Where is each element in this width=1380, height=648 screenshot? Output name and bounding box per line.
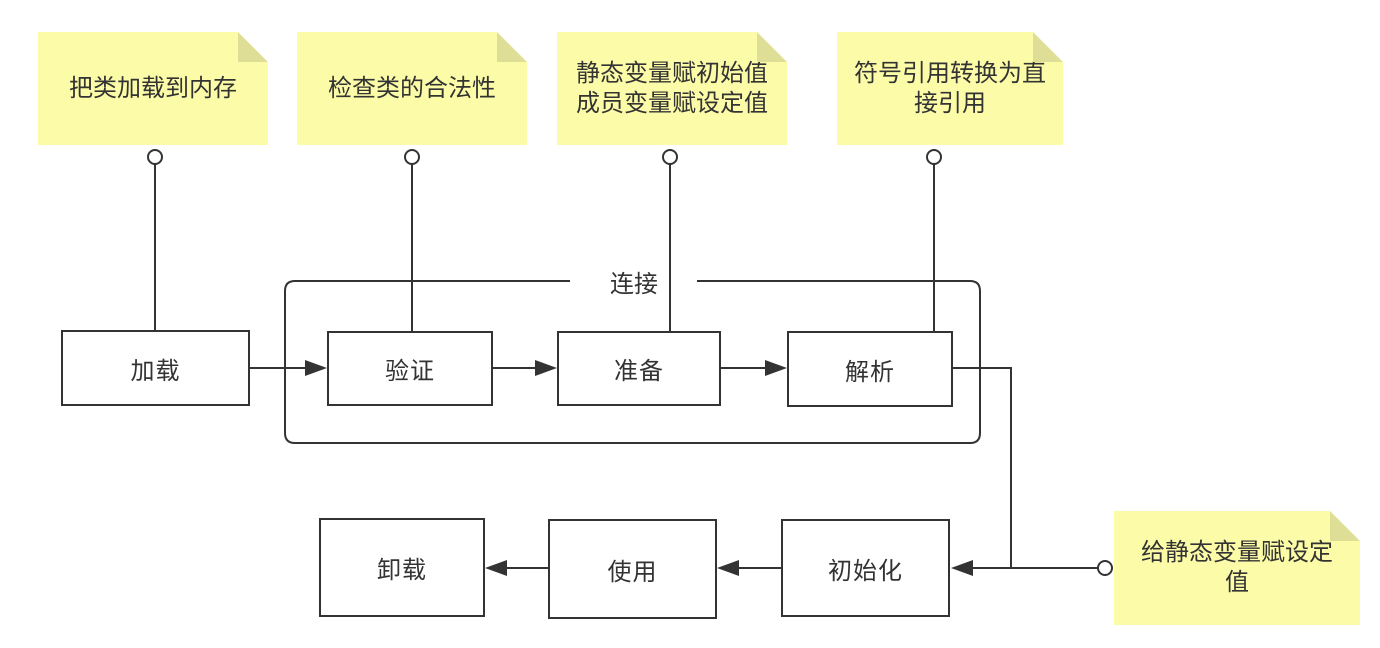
box-verification[interactable]: 验证 xyxy=(327,331,493,406)
arrowhead xyxy=(535,360,557,376)
box-loading[interactable]: 加载 xyxy=(61,330,250,406)
arrowhead xyxy=(485,560,507,576)
box-label: 初始化 xyxy=(828,557,903,585)
connector-note-verification[interactable] xyxy=(404,149,420,331)
box-label: 验证 xyxy=(385,358,435,385)
arrowhead xyxy=(951,560,973,576)
connector-note-preparation[interactable] xyxy=(662,149,678,331)
connector-note-load[interactable] xyxy=(147,149,163,330)
arrow-loading-to-verification[interactable] xyxy=(250,360,327,376)
note-check-class-validity[interactable]: 检查类的合法性 xyxy=(297,32,527,145)
arrow-verification-to-preparation[interactable] xyxy=(493,360,557,376)
label-linking-group[interactable]: 连接 xyxy=(600,267,668,298)
note-load-class-to-memory[interactable]: 把类加载到内存 xyxy=(38,32,268,145)
note-text: 给静态变量赋设定 值 xyxy=(1141,539,1333,596)
connector-endpoint-circle xyxy=(662,149,678,165)
note-static-variable-initial-value[interactable]: 静态变量赋初始值 成员变量赋设定值 xyxy=(557,32,787,145)
note-text: 把类加载到内存 xyxy=(69,74,237,102)
note-text: 静态变量赋初始值 成员变量赋设定值 xyxy=(576,59,768,117)
box-unloading[interactable]: 卸载 xyxy=(319,518,485,617)
box-label: 准备 xyxy=(614,358,664,385)
connector-note-static-set-value[interactable] xyxy=(1011,560,1113,576)
arrowhead xyxy=(765,360,787,376)
box-initialization[interactable]: 初始化 xyxy=(781,519,950,617)
box-preparation[interactable]: 准备 xyxy=(557,331,721,406)
box-using[interactable]: 使用 xyxy=(548,519,717,619)
arrow-initialization-to-using[interactable] xyxy=(717,560,781,576)
connector-endpoint-circle xyxy=(1097,560,1113,576)
arrow-using-to-unloading[interactable] xyxy=(485,560,548,576)
box-label: 使用 xyxy=(607,558,658,586)
note-symbolic-to-direct-reference[interactable]: 符号引用转换为直 接引用 xyxy=(837,32,1063,145)
arrowhead xyxy=(717,560,739,576)
note-text: 检查类的合法性 xyxy=(328,74,496,102)
connector-endpoint-circle xyxy=(404,149,420,165)
connector-note-resolution[interactable] xyxy=(926,149,942,331)
box-label: 加载 xyxy=(130,357,181,385)
arrow-resolution-to-initialization[interactable] xyxy=(951,367,1012,576)
arrowhead xyxy=(305,360,327,376)
group-label-text: 连接 xyxy=(610,270,658,298)
box-label: 解析 xyxy=(845,358,895,386)
arrow-preparation-to-resolution[interactable] xyxy=(721,360,787,376)
group-linking-outline[interactable] xyxy=(284,280,981,444)
connector-endpoint-circle xyxy=(926,149,942,165)
note-assign-static-variable-set-value[interactable]: 给静态变量赋设定 值 xyxy=(1114,511,1360,625)
box-label: 卸载 xyxy=(377,557,427,584)
note-text: 符号引用转换为直 接引用 xyxy=(854,59,1046,117)
box-resolution[interactable]: 解析 xyxy=(787,331,953,407)
connector-endpoint-circle xyxy=(147,149,163,165)
